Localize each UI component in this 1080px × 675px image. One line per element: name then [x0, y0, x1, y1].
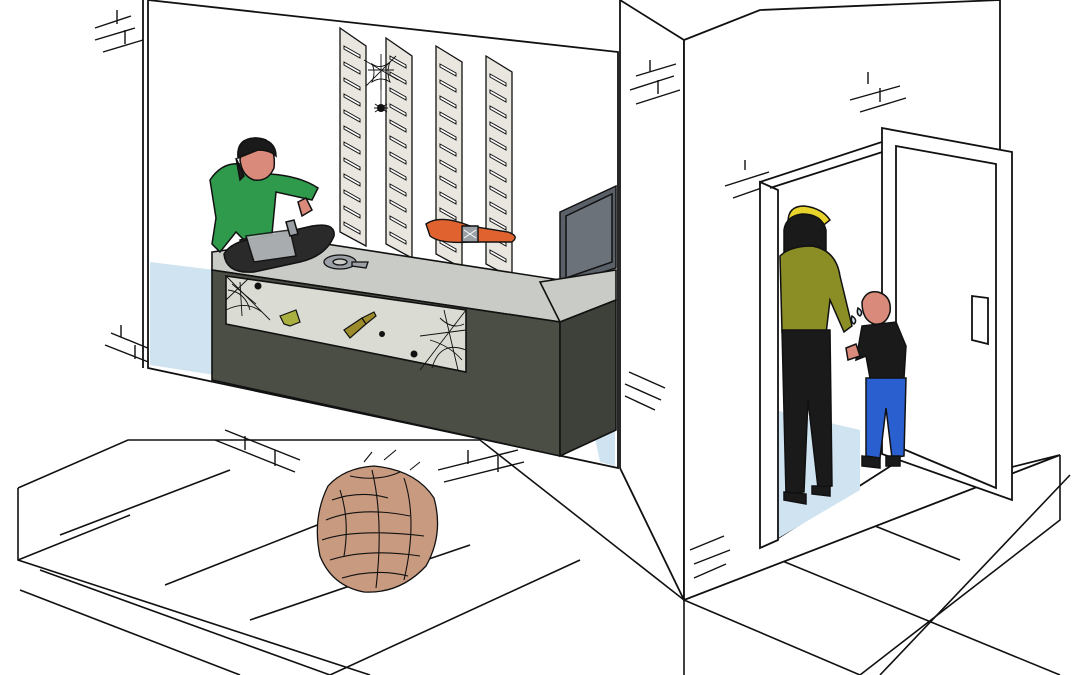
- blind-slat: [439, 143, 457, 157]
- spider-icon: [254, 282, 418, 358]
- tumbleweed-strand: [371, 469, 380, 589]
- blind-slat: [389, 199, 407, 213]
- blind-slat: [439, 239, 457, 253]
- tumbleweed-strand: [341, 571, 409, 579]
- blind-slat: [343, 109, 361, 123]
- tumbleweed-strand: [363, 449, 421, 471]
- blind-slat: [489, 249, 507, 263]
- grip-skateboard: [223, 219, 335, 273]
- cobweb-icon: [225, 275, 271, 321]
- blind-slat: [343, 45, 361, 59]
- blind-slat: [439, 207, 457, 221]
- tumbleweed-strand: [339, 489, 347, 557]
- blind-slat: [439, 175, 457, 189]
- child-figure: [845, 290, 907, 469]
- blind-slat: [389, 103, 407, 117]
- blind-slat: [343, 173, 361, 187]
- blind-slat: [389, 215, 407, 229]
- cobweb-icon: [419, 309, 467, 371]
- blind-slat: [343, 205, 361, 219]
- blind-slat: [489, 153, 507, 167]
- blind-slat: [439, 191, 457, 205]
- blind-slat: [389, 151, 407, 165]
- blind-slat: [489, 105, 507, 119]
- blind-slat: [489, 201, 507, 215]
- blind-slat: [489, 185, 507, 199]
- blind-slat: [343, 221, 361, 235]
- blind-slat: [439, 111, 457, 125]
- tape-roll: [323, 254, 369, 270]
- blind-slat: [489, 137, 507, 151]
- spider-icon: [374, 80, 388, 113]
- tumbleweed-strand: [331, 493, 389, 501]
- blind-slat: [489, 89, 507, 103]
- adult-figure: [779, 205, 853, 505]
- blind-slat: [389, 167, 407, 181]
- blind-slat: [389, 135, 407, 149]
- tumbleweed-strand: [329, 552, 421, 561]
- tumbleweed-strand: [349, 471, 401, 479]
- blind-slat: [343, 77, 361, 91]
- blind-slat: [343, 141, 361, 155]
- blind-slat: [489, 169, 507, 183]
- blind-slat: [343, 189, 361, 203]
- tumbleweed-icon: [316, 449, 439, 593]
- blind-slat: [389, 119, 407, 133]
- tumbleweed-strand: [403, 477, 412, 581]
- blind-slat: [439, 127, 457, 141]
- blind-slat: [489, 217, 507, 231]
- door-handle: [971, 294, 989, 346]
- blind-slat: [489, 121, 507, 135]
- blind-slat: [439, 63, 457, 77]
- blind-slat: [343, 93, 361, 107]
- blind-slat: [439, 159, 457, 173]
- cobweb-icon: [363, 54, 399, 90]
- tumbleweed-strand: [325, 511, 411, 521]
- shop-counter: [211, 239, 617, 458]
- discarded-can: [279, 309, 301, 327]
- blind-slat: [389, 183, 407, 197]
- blind-slat: [439, 79, 457, 93]
- blind-slat: [439, 95, 457, 109]
- blind-slat: [389, 231, 407, 245]
- blind-slat: [389, 71, 407, 85]
- shop-window: [147, 0, 619, 470]
- pebble: [379, 331, 385, 337]
- discarded-bottle: [343, 311, 377, 339]
- brick-marks: [94, 10, 907, 579]
- blind-slat: [389, 55, 407, 69]
- orange-skateboard: [425, 218, 516, 244]
- tumbleweed-strand: [321, 532, 425, 541]
- blind-slat: [343, 61, 361, 75]
- blind-slat: [343, 157, 361, 171]
- blind-slat: [489, 73, 507, 87]
- blind-slat: [389, 87, 407, 101]
- blind-slat: [343, 125, 361, 139]
